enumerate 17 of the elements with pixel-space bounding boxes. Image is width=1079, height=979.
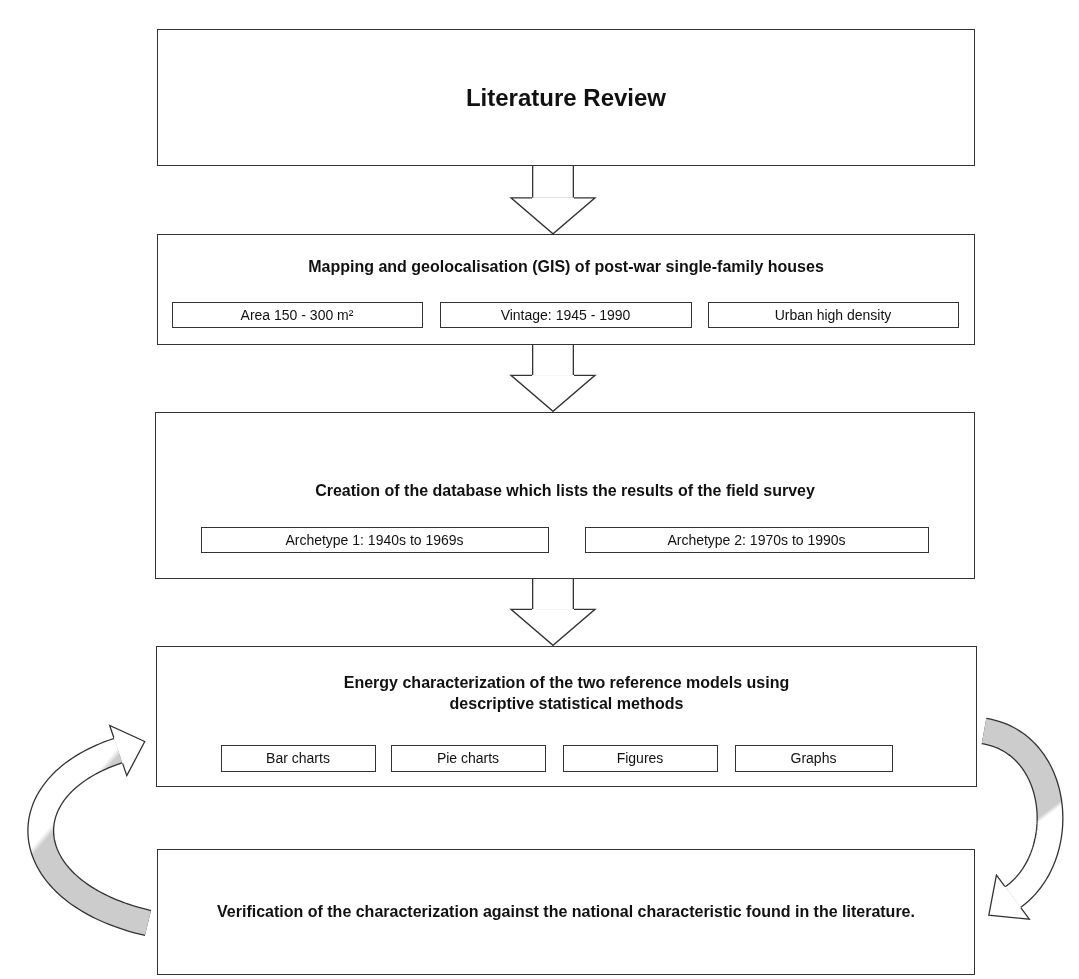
process-box: Verification of the characterization against the national characteristic found in the literature. — [157, 849, 975, 975]
criteria-box: Archetype 2: 1970s to 1990s — [584, 526, 929, 553]
step-panel — [155, 412, 975, 579]
criteria-box: Vintage: 1945 - 1990 — [439, 301, 692, 328]
criteria-box: Area 150 - 300 m² — [171, 301, 423, 328]
process-box: Literature Review — [157, 29, 975, 166]
step-panel — [156, 646, 977, 787]
step-panel — [157, 234, 975, 345]
step-heading: Energy characterization of the two reference models using descriptive statistical methods — [342, 673, 791, 714]
criteria-box: Bar charts — [220, 744, 376, 772]
criteria-box: Figures — [562, 744, 718, 772]
criteria-box: Graphs — [734, 744, 893, 772]
criteria-box: Urban high density — [707, 301, 959, 328]
step-heading: Mapping and geolocalisation (GIS) of post-war single-family houses — [307, 257, 825, 277]
criteria-box: Pie charts — [390, 744, 546, 772]
criteria-box: Archetype 1: 1940s to 1969s — [200, 526, 549, 553]
step-heading: Creation of the database which lists the results of the field survey — [314, 481, 816, 501]
